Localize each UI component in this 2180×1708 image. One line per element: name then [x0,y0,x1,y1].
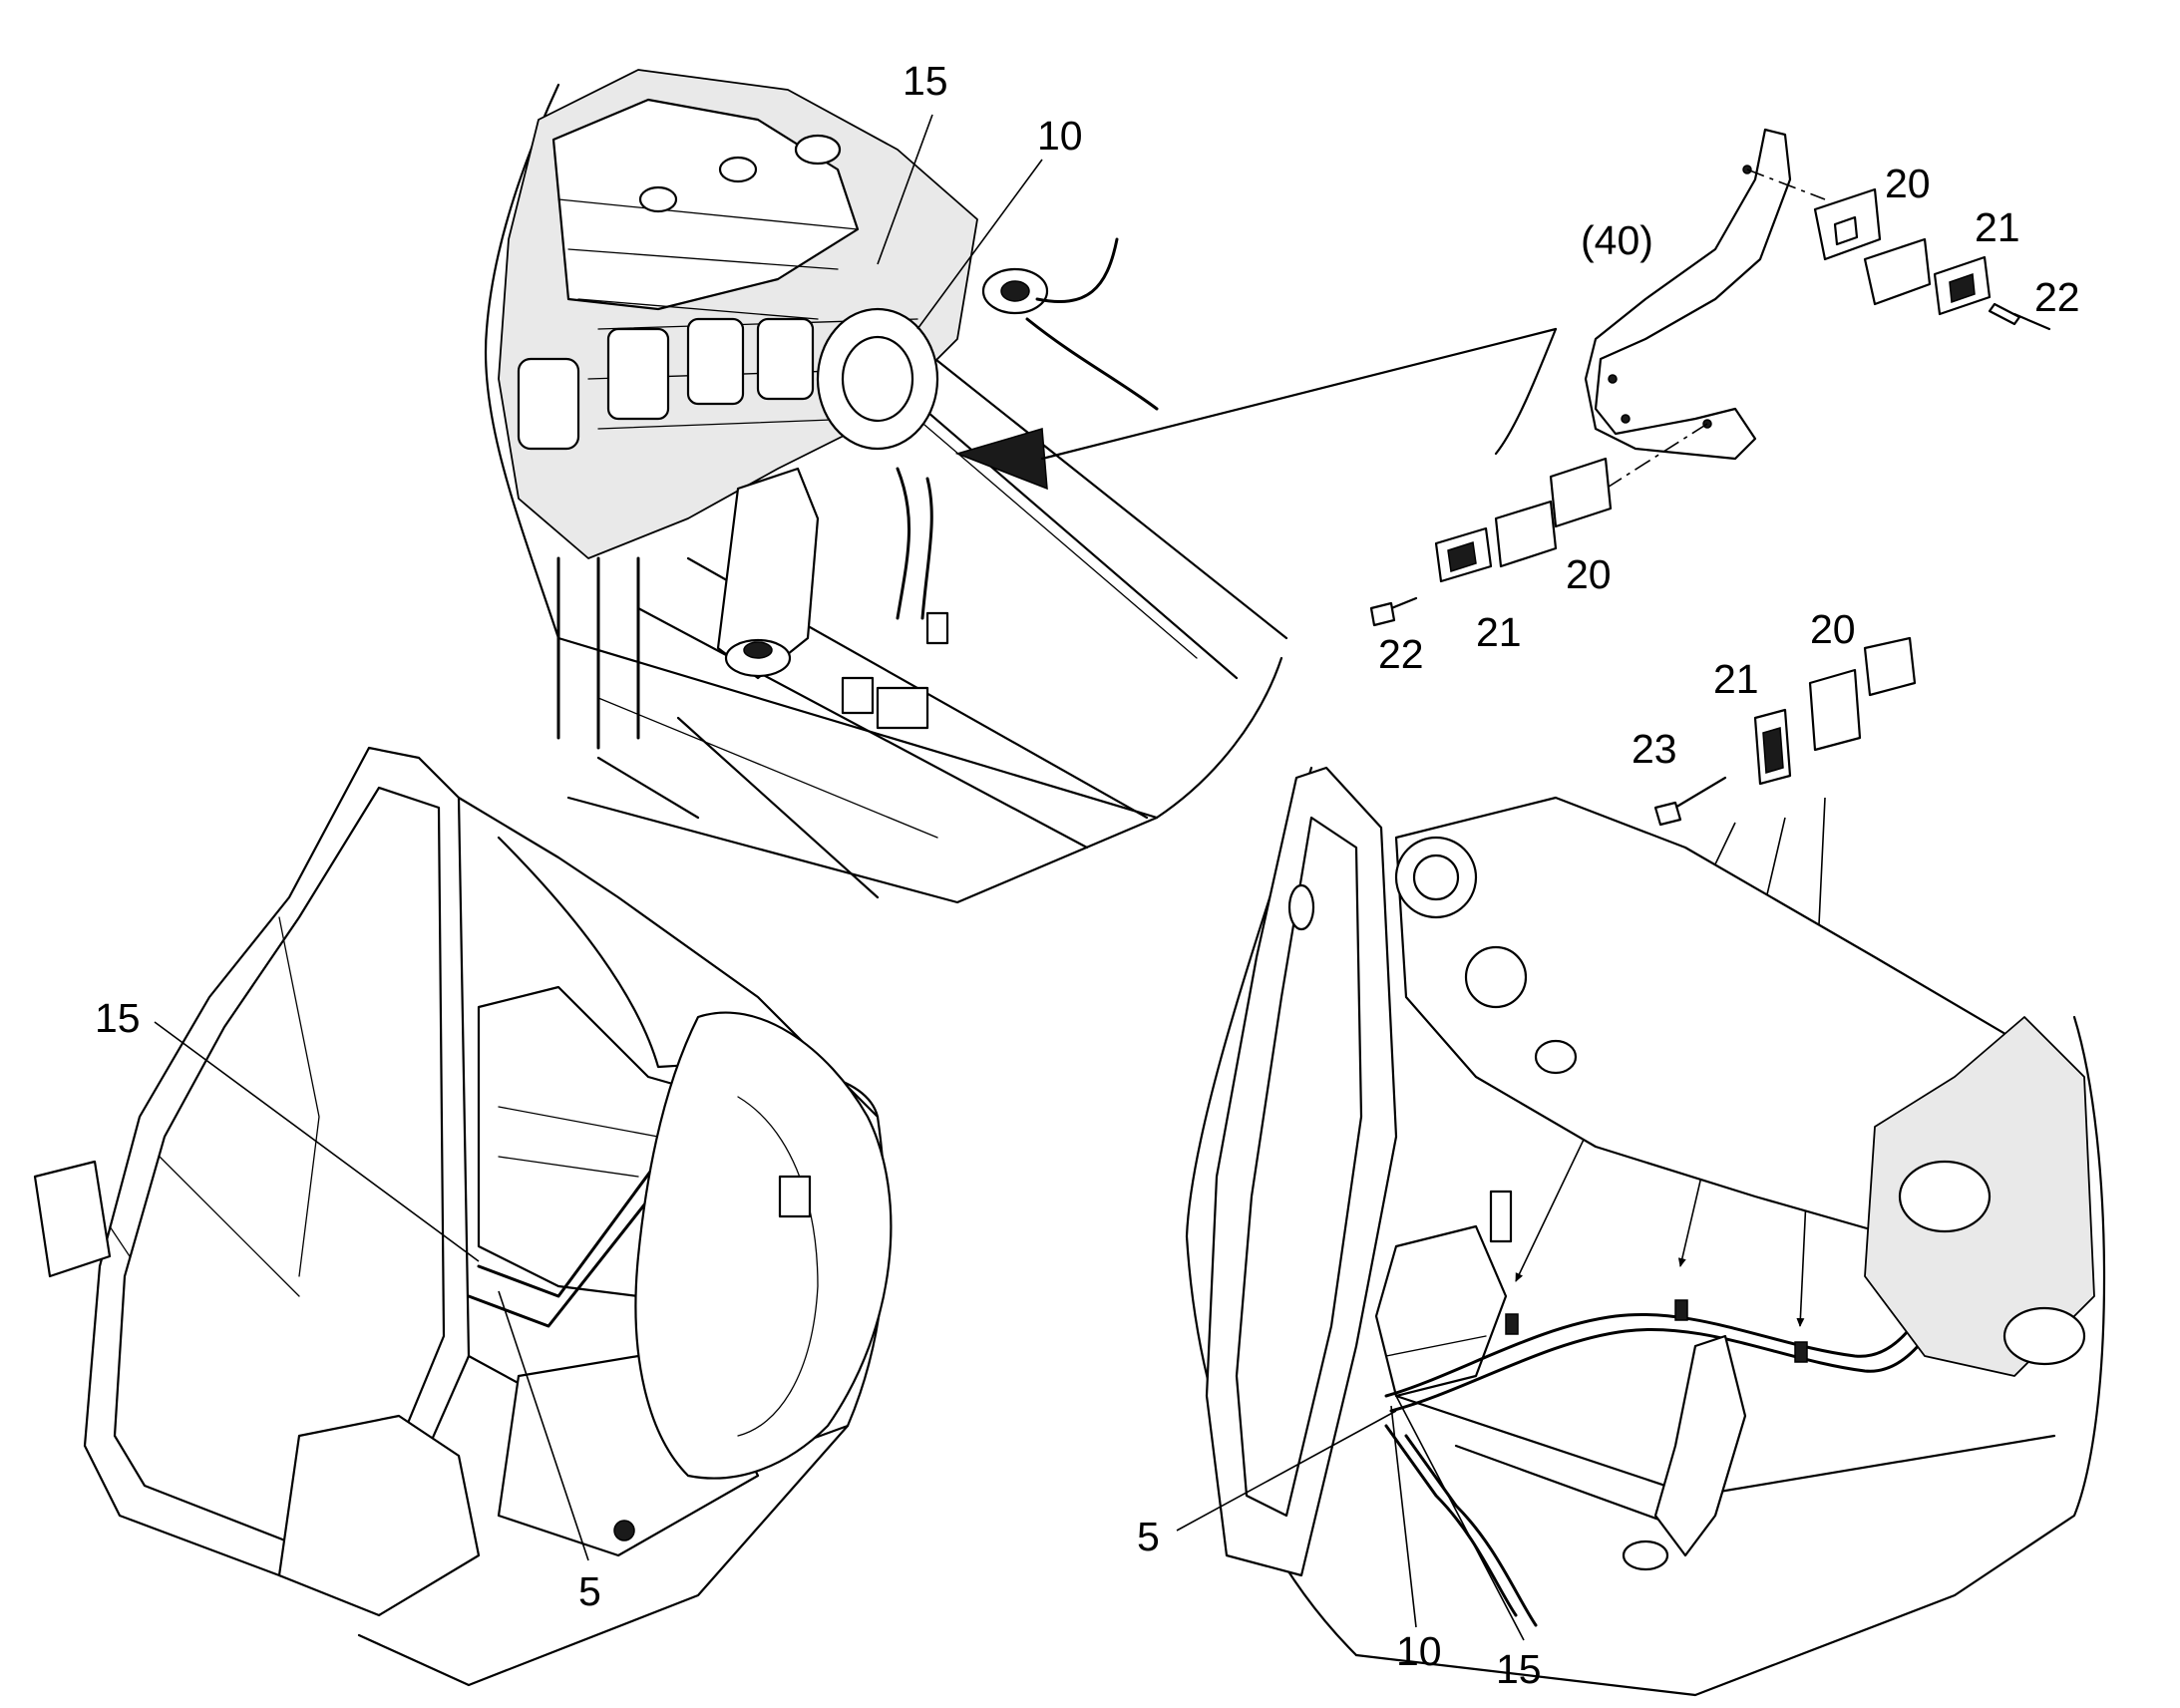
bracket-exploded-view [1369,128,2051,1327]
callout-left-15: 15 [95,995,141,1041]
callout-right-21: 21 [1713,656,1759,702]
callout-right-20: 20 [1810,606,1856,652]
callout-upper-22: 22 [2034,274,2080,320]
callout-left-5: 5 [578,1568,601,1614]
engine-detail-view [484,69,1558,904]
leader-lines [154,114,1525,1641]
cab-view-left [33,746,893,1687]
callout-upper-20: 20 [1885,161,1931,206]
callout-right-15: 15 [1496,1646,1542,1692]
callout-top-10: 10 [1037,113,1083,159]
callouts: 15 10 (40) 20 21 22 20 21 22 20 21 23 15… [95,58,2080,1692]
callout-lower-21: 21 [1476,609,1522,655]
callout-lower-20: 20 [1566,551,1612,597]
callout-right-10: 10 [1396,1628,1442,1674]
callout-bracket-40: (40) [1581,217,1653,263]
callout-lower-22: 22 [1378,631,1424,677]
callout-right-23: 23 [1632,726,1677,772]
callout-right-5: 5 [1137,1514,1160,1559]
callout-top-15: 15 [903,58,948,104]
chassis-view-right [1185,766,2106,1697]
callout-upper-21: 21 [1975,204,2020,250]
